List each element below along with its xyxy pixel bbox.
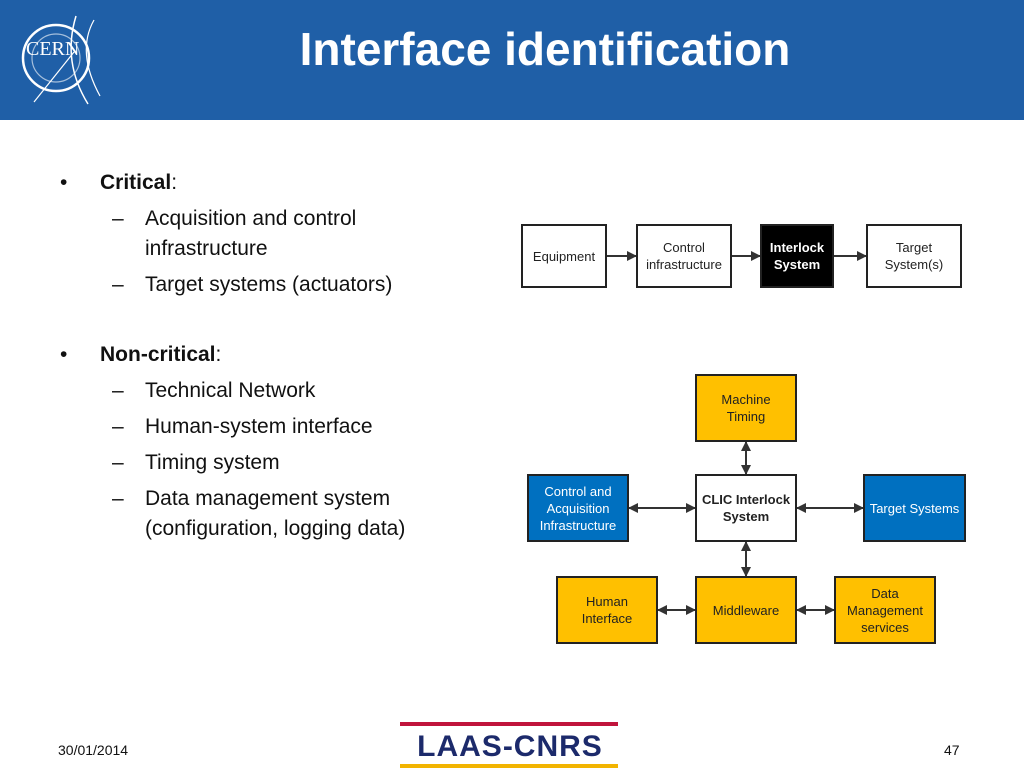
sub-bullet-dash: – <box>112 451 124 474</box>
bullet-dot: • <box>60 171 68 194</box>
box-human-interface: Human Interface <box>556 576 658 644</box>
bullet-non-critical-label: Non-critical <box>100 343 216 366</box>
sub-bullet-text: Target systems (actuators) <box>145 273 393 296</box>
sub-bullet-dash: – <box>112 273 124 296</box>
page-title: Interface identification <box>299 23 791 75</box>
sub-bullet-data-management: –Data management system (configuration, … <box>60 484 480 544</box>
sub-bullet-target-systems: –Target systems (actuators) <box>60 270 480 300</box>
cern-logo-text: CERN <box>26 38 80 60</box>
box-control-infrastructure: Control infrastructure <box>636 224 732 288</box>
sub-bullet-timing: –Timing system <box>60 448 480 478</box>
bullet-critical-label: Critical <box>100 171 172 194</box>
bullet-non-critical: • Non-critical: <box>60 340 480 370</box>
cern-logo-icon <box>21 15 101 105</box>
box-equipment: Equipment <box>521 224 607 288</box>
sub-bullet-dash: – <box>112 207 124 230</box>
bullet-dot: • <box>60 343 68 366</box>
bullet-non-critical-colon: : <box>215 343 222 366</box>
laas-logo-text: LAAS-CNRS <box>417 730 603 763</box>
sub-bullet-acquisition: –Acquisition and control infrastructure <box>60 204 480 264</box>
box-machine-timing: Machine Timing <box>695 374 797 442</box>
sub-bullet-dash: – <box>112 487 124 510</box>
bullet-critical-colon: : <box>171 171 178 194</box>
sub-bullet-technical-network: –Technical Network <box>60 376 480 406</box>
box-target-systems-2: Target Systems <box>863 474 966 542</box>
box-data-management: Data Management services <box>834 576 936 644</box>
box-clic-interlock: CLIC Interlock System <box>695 474 797 542</box>
sub-bullet-dash: – <box>112 379 124 402</box>
laas-logo-bottom-bar <box>400 764 618 768</box>
box-interlock-system: Interlock System <box>760 224 834 288</box>
laas-logo-top-bar <box>400 722 618 726</box>
page-number: 47 <box>944 742 960 758</box>
sub-bullet-text: Technical Network <box>145 379 316 402</box>
box-control-acquisition: Control and Acquisition Infrastructure <box>527 474 629 542</box>
slide-header: CERN Interface identification <box>0 0 1024 120</box>
bullet-list: •Critical: –Acquisition and control infr… <box>60 168 480 544</box>
sub-bullet-dash: – <box>112 415 124 438</box>
box-target-systems: Target System(s) <box>866 224 962 288</box>
laas-cnrs-logo: LAAS-CNRS <box>400 722 620 768</box>
box-middleware: Middleware <box>695 576 797 644</box>
sub-bullet-text: Acquisition and control infrastructure <box>145 207 357 260</box>
sub-bullet-text: Data management system (configuration, l… <box>145 487 406 540</box>
sub-bullet-human-system: –Human-system interface <box>60 412 480 442</box>
footer-date: 30/01/2014 <box>58 742 129 758</box>
sub-bullet-text: Human-system interface <box>145 415 373 438</box>
bullet-critical: • Critical: <box>60 168 480 198</box>
sub-bullet-text: Timing system <box>145 451 280 474</box>
